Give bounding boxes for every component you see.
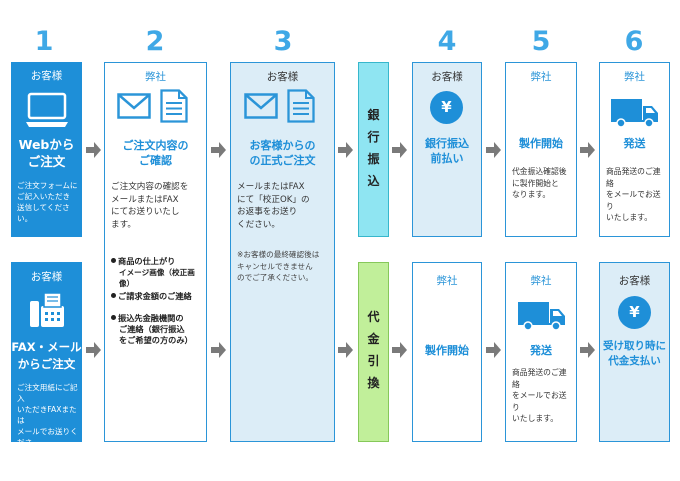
confirm-title: ご注文内容のご確認: [122, 139, 189, 167]
document-icon: [160, 89, 188, 127]
shipping-box: 弊社 発送 商品発送のご連絡をメールでお送りいたします。: [599, 62, 670, 237]
production-box-cod: 弊社 製作開始: [412, 262, 482, 442]
bank-prepay-box: お客様 ¥ 銀行振込前払い: [412, 62, 482, 237]
shipping-title: 発送: [530, 344, 552, 357]
document-icon: [287, 89, 315, 127]
who-label: お客様: [266, 71, 299, 83]
bullet-bank-info: 振込先金融機関の ご連絡（銀行振込 をご希望の方のみ）: [111, 313, 202, 346]
who-label: お客様: [618, 275, 651, 287]
step-number-3: 3: [273, 26, 293, 57]
arrow-right-icon: [392, 342, 407, 358]
production-title: 製作開始: [425, 344, 469, 357]
fax-order-title: FAX・メールからご注文: [11, 340, 82, 371]
shipping-box-cod: 弊社 発送 商品発送のご連絡をメールでお送りいたします。: [505, 262, 577, 442]
bank-prepay-title: 銀行振込前払い: [425, 137, 469, 165]
order-confirmation-box: 弊社 ご注文内容のご確認 ご注文内容の確認をメールまたはFAX にてお送りいたし…: [104, 62, 207, 442]
web-order-box: お客様 Webからご注文 ご注文フォームにご記入いただき送信してください。: [11, 62, 82, 237]
web-order-title: Webからご注文: [18, 137, 75, 169]
bullet-invoice-amount: ご請求金額のご連絡: [111, 291, 202, 302]
who-label: 弊社: [145, 71, 166, 83]
arrow-right-icon: [211, 142, 226, 158]
cash-on-delivery-label: 代金 引換: [367, 310, 380, 390]
official-order-title: お客様からのの正式ご注文: [249, 139, 316, 167]
who-label: お客様: [431, 71, 463, 83]
who-label: 弊社: [624, 71, 645, 83]
confirm-text: ご注文内容の確認をメールまたはFAX にてお送りいたします。: [111, 182, 189, 230]
computer-icon: [26, 92, 68, 132]
step-number-5: 5: [531, 26, 551, 57]
step-number-4: 4: [437, 26, 457, 57]
fax-icon: [29, 292, 65, 332]
mail-icon: [244, 93, 278, 123]
arrow-right-icon: [486, 142, 501, 158]
arrow-right-icon: [211, 342, 226, 358]
cancel-note: ※お客様の最終確認後はキャンセルできません のでご了承ください。: [237, 250, 320, 282]
fax-order-text: ご注文用紙にご記入いただきFAXまたは メールでお送りください。: [17, 383, 78, 458]
arrow-right-icon: [338, 342, 353, 358]
arrow-right-icon: [486, 342, 501, 358]
bank-transfer-label-box: 銀行 振込: [358, 62, 389, 237]
arrow-right-icon: [86, 342, 101, 358]
yen-icon: ¥: [618, 296, 651, 329]
production-title: 製作開始: [519, 137, 563, 150]
arrow-right-icon: [86, 142, 101, 158]
who-label: 弊社: [530, 71, 552, 83]
arrow-right-icon: [392, 142, 407, 158]
truck-icon: [611, 98, 659, 132]
production-text: 代金振込確認後に製作開始となります。: [512, 167, 567, 199]
production-box: 弊社 製作開始 代金振込確認後に製作開始となります。: [505, 62, 577, 237]
cash-on-delivery-label-box: 代金 引換: [358, 262, 389, 442]
fax-order-box: お客様 FAX・メールからご注文 ご注文用紙にご記入いただきFAXまたは メール…: [11, 262, 82, 458]
arrow-right-icon: [338, 142, 353, 158]
bank-transfer-label: 銀行 振込: [367, 108, 380, 188]
who-label: 弊社: [530, 275, 552, 287]
truck-icon: [518, 301, 566, 335]
pay-on-receipt-box: お客様 ¥ 受け取り時に代金支払い: [599, 262, 670, 442]
step-number-2: 2: [145, 26, 165, 57]
step-number-6: 6: [624, 26, 644, 57]
yen-icon: ¥: [430, 91, 463, 124]
step-number-1: 1: [34, 26, 54, 57]
who-label: お客様: [30, 271, 63, 283]
arrow-right-icon: [580, 342, 595, 358]
arrow-right-icon: [580, 142, 595, 158]
shipping-text: 商品発送のご連絡をメールでお送りいたします。: [606, 167, 661, 222]
shipping-text: 商品発送のご連絡をメールでお送りいたします。: [512, 368, 567, 423]
who-label: 弊社: [436, 275, 458, 287]
bullet-proof-image: 商品の仕上がり イメージ画像（校正画像）: [111, 256, 202, 289]
web-order-text: ご注文フォームにご記入いただき送信してください。: [17, 181, 78, 223]
mail-icon: [117, 93, 151, 123]
who-label: お客様: [30, 70, 63, 82]
shipping-title: 発送: [623, 137, 646, 150]
pay-on-receipt-title: 受け取り時に代金支払い: [603, 340, 666, 367]
